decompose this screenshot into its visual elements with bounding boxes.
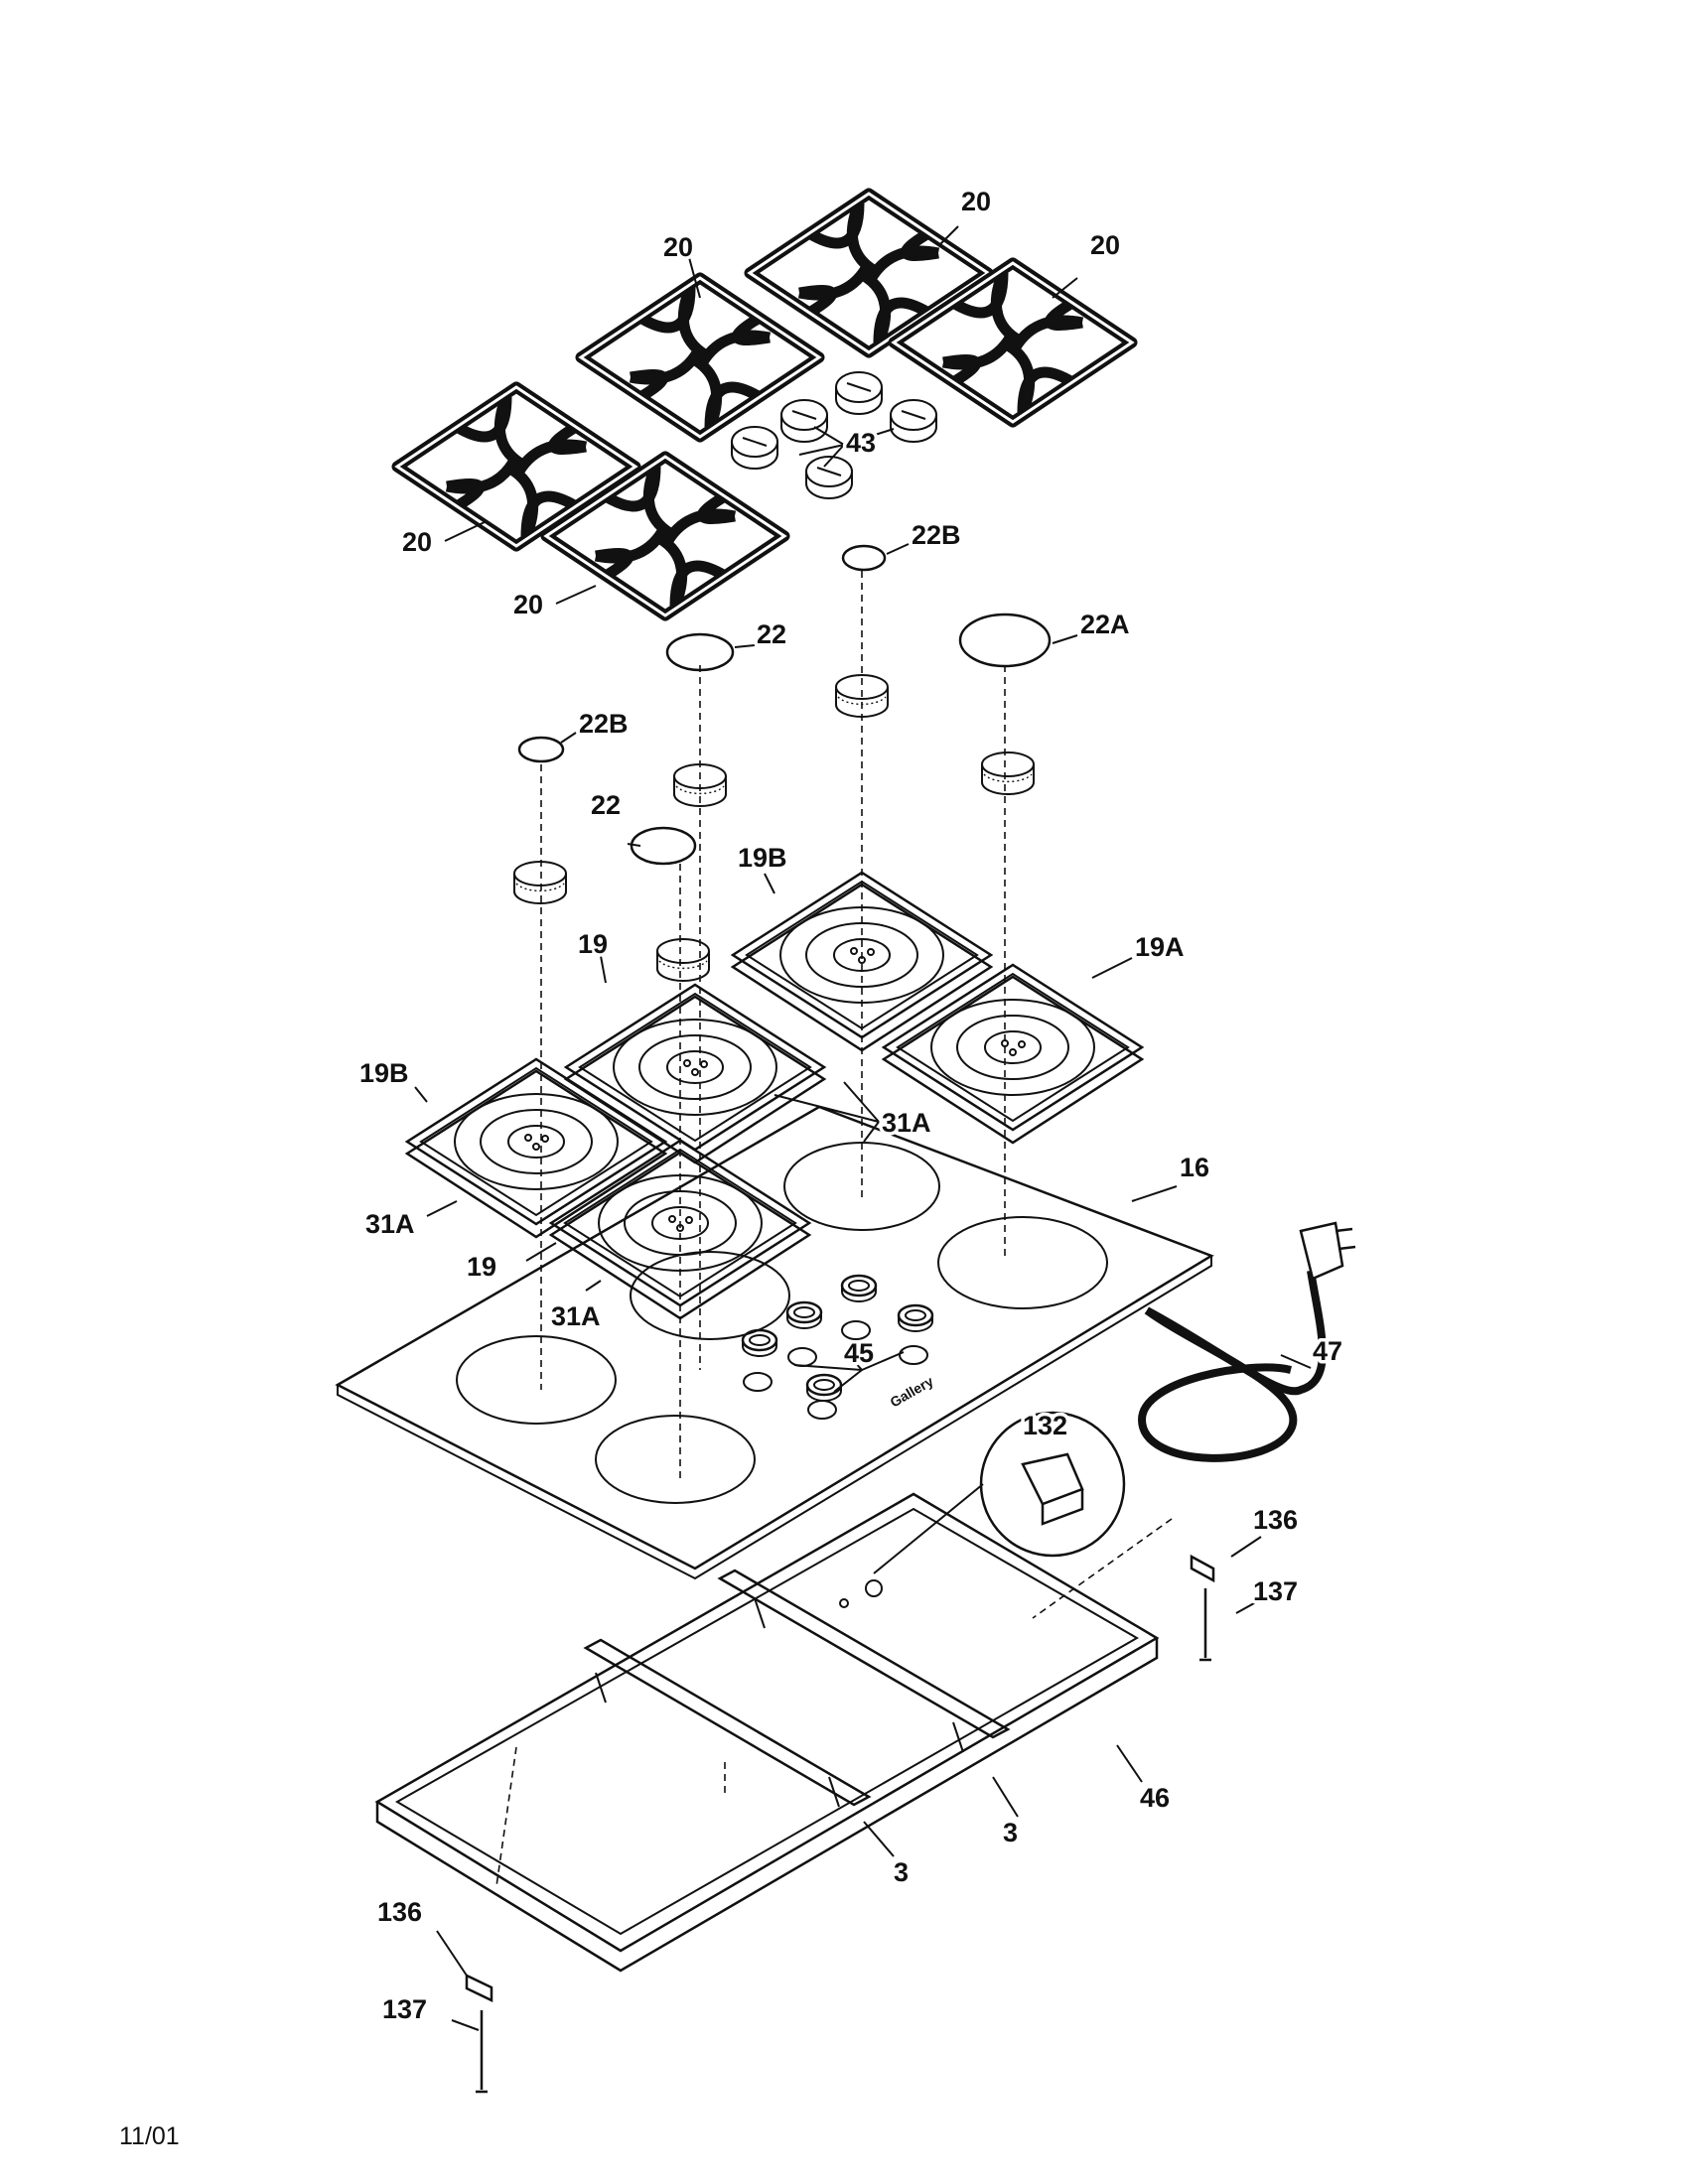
label-pan-front: 19 (467, 1252, 496, 1282)
hardware (465, 1554, 1215, 2094)
label-pan-back-left: 19B (738, 843, 787, 873)
bottom-frame (374, 1492, 1160, 1973)
label-trim-left: 31A (365, 1209, 415, 1239)
label-cooktop: 16 (1180, 1153, 1209, 1182)
grate-right (894, 263, 1132, 422)
label-screw-left: 137 (382, 1994, 427, 2024)
label-clip: 132 (1023, 1411, 1067, 1440)
label-cap-mid-front: 22 (591, 790, 621, 820)
leader-lines (414, 225, 1312, 2031)
label-grate-front: 20 (513, 590, 543, 619)
callout-labels: 20 20 20 20 20 43 22B 22A 22 22B 22 19B … (356, 184, 1346, 2028)
label-rail-front: 3 (894, 1857, 909, 1887)
alignment-lines (495, 571, 1173, 1887)
clip-inset (873, 1411, 1126, 1574)
label-frame: 46 (1140, 1783, 1170, 1813)
label-trim-front: 31A (551, 1301, 601, 1331)
label-cap-mid-back: 22 (757, 619, 786, 649)
label-pan-mid: 19 (578, 929, 608, 959)
label-grate-top: 20 (961, 187, 991, 216)
label-pan-left: 19B (359, 1058, 409, 1088)
label-cap-small-back: 22B (912, 520, 961, 550)
label-knobs: 43 (846, 428, 876, 458)
label-trim-center: 31A (882, 1108, 931, 1138)
label-grate-left: 20 (402, 527, 432, 557)
label-pan-right: 19A (1135, 932, 1185, 962)
grate-left (397, 387, 635, 546)
label-seals: 45 (844, 1338, 874, 1368)
label-grate-mid: 20 (663, 232, 693, 262)
label-rail-rear: 3 (1003, 1818, 1018, 1847)
label-grate-right: 20 (1090, 230, 1120, 260)
power-cord (1137, 1221, 1356, 1462)
label-bracket-left: 136 (377, 1897, 422, 1927)
brand-mark: Gallery (888, 1373, 936, 1411)
label-cap-large-right: 22A (1080, 610, 1130, 639)
date-code: 11/01 (119, 2122, 180, 2150)
label-cap-small-left: 22B (579, 709, 629, 739)
cooktop-glass: Gallery (335, 1105, 1214, 1580)
label-screw-right: 137 (1253, 1576, 1298, 1606)
label-bracket-right: 136 (1253, 1505, 1298, 1535)
label-power-cord: 47 (1313, 1336, 1342, 1366)
